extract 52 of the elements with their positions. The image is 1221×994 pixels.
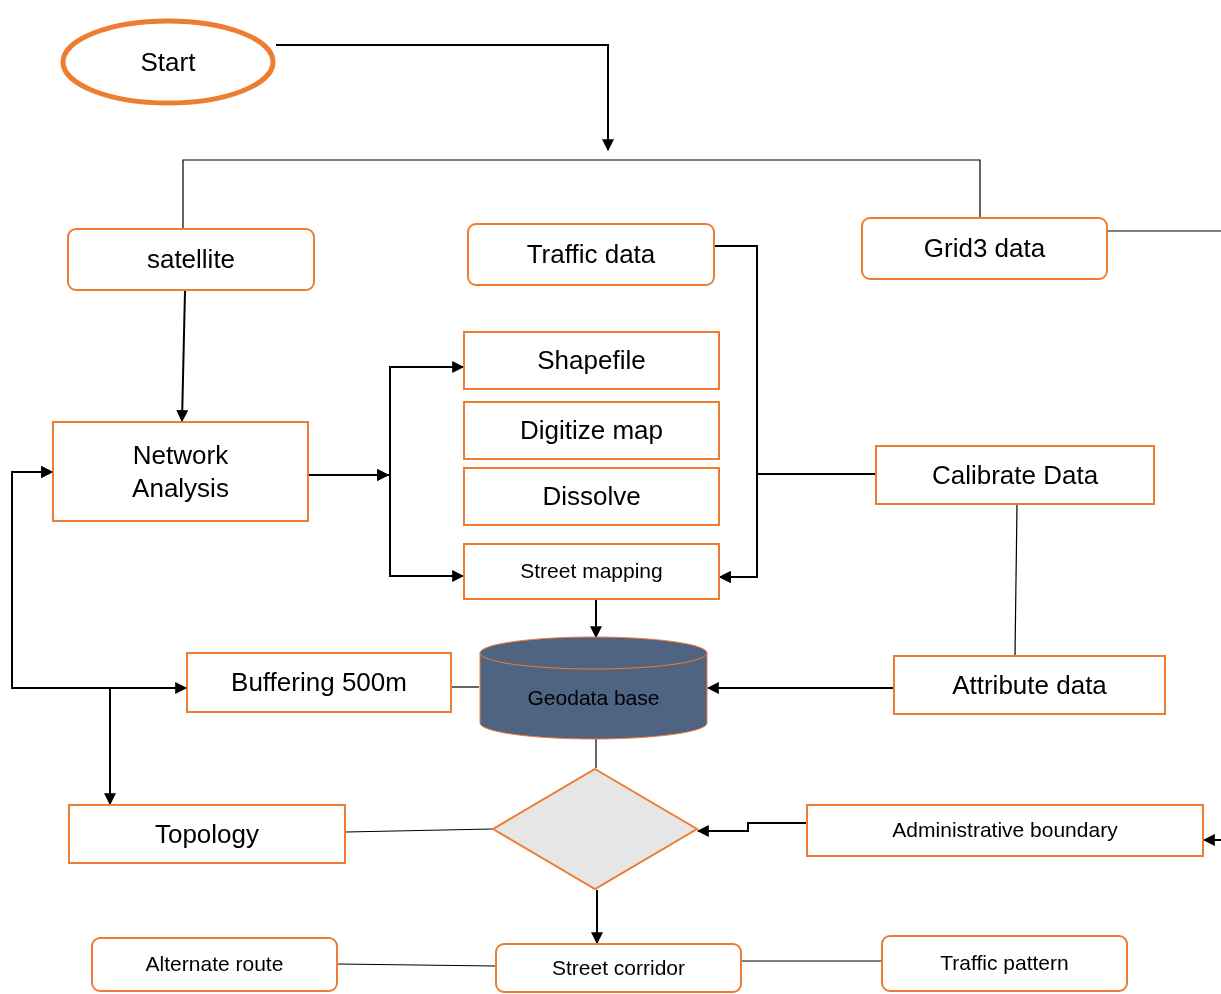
- box-label: Street mapping: [520, 558, 663, 585]
- connector-line: [451, 686, 480, 688]
- data-box: [91, 937, 338, 992]
- data-box: [495, 943, 742, 993]
- connector-line: [741, 960, 882, 962]
- data-box: [67, 228, 315, 291]
- process-box: [463, 331, 720, 390]
- connector-line: [182, 159, 981, 229]
- data-box: [861, 217, 1108, 280]
- process-box: [68, 804, 346, 864]
- box-label: Administrative boundary: [892, 817, 1118, 844]
- box-label: Attribute data: [952, 668, 1107, 702]
- connector-line: [345, 828, 493, 833]
- database-cylinder: [479, 637, 708, 739]
- box-label: Geodata base: [527, 684, 660, 711]
- process-box: [463, 401, 720, 460]
- box-label: Buffering 500m: [231, 666, 407, 699]
- box-label: satellite: [146, 243, 236, 276]
- process-box: [186, 652, 452, 713]
- connector-line: [337, 963, 496, 967]
- process-box: [806, 804, 1204, 857]
- arrow: [706, 682, 894, 694]
- box-label: Traffic data: [526, 238, 656, 271]
- data-box: [881, 935, 1128, 992]
- process-box: [52, 421, 309, 522]
- box-label: Traffic pattern: [940, 950, 1069, 977]
- process-box: [463, 543, 720, 600]
- process-box: [893, 655, 1166, 715]
- box-label: Street corridor: [551, 954, 685, 981]
- box-label: Calibrate Data: [931, 458, 1099, 492]
- connector-line: [1014, 504, 1018, 656]
- arrow: [176, 290, 189, 423]
- data-box: [467, 223, 715, 286]
- box-label: Alternate route: [145, 951, 284, 978]
- box-label: Shapefile: [537, 344, 646, 377]
- box-label: Topology: [154, 817, 260, 851]
- process-box: [875, 445, 1155, 505]
- connector-line: [595, 738, 597, 769]
- start-oval: [60, 18, 276, 106]
- box-label: Dissolve: [542, 480, 641, 513]
- decision-diamond: [492, 768, 698, 890]
- arrow: [275, 44, 614, 152]
- arrow: [591, 889, 603, 945]
- arrow: [696, 822, 807, 837]
- box-label: Digitize map: [519, 414, 664, 447]
- arrow: [590, 599, 602, 639]
- process-box: [463, 467, 720, 526]
- box-label: Grid3 data: [923, 232, 1046, 265]
- box-label: Network Analysis: [131, 439, 230, 504]
- arrow: [11, 466, 116, 806]
- box-label: Start: [140, 45, 196, 79]
- connector-line: [1107, 230, 1221, 232]
